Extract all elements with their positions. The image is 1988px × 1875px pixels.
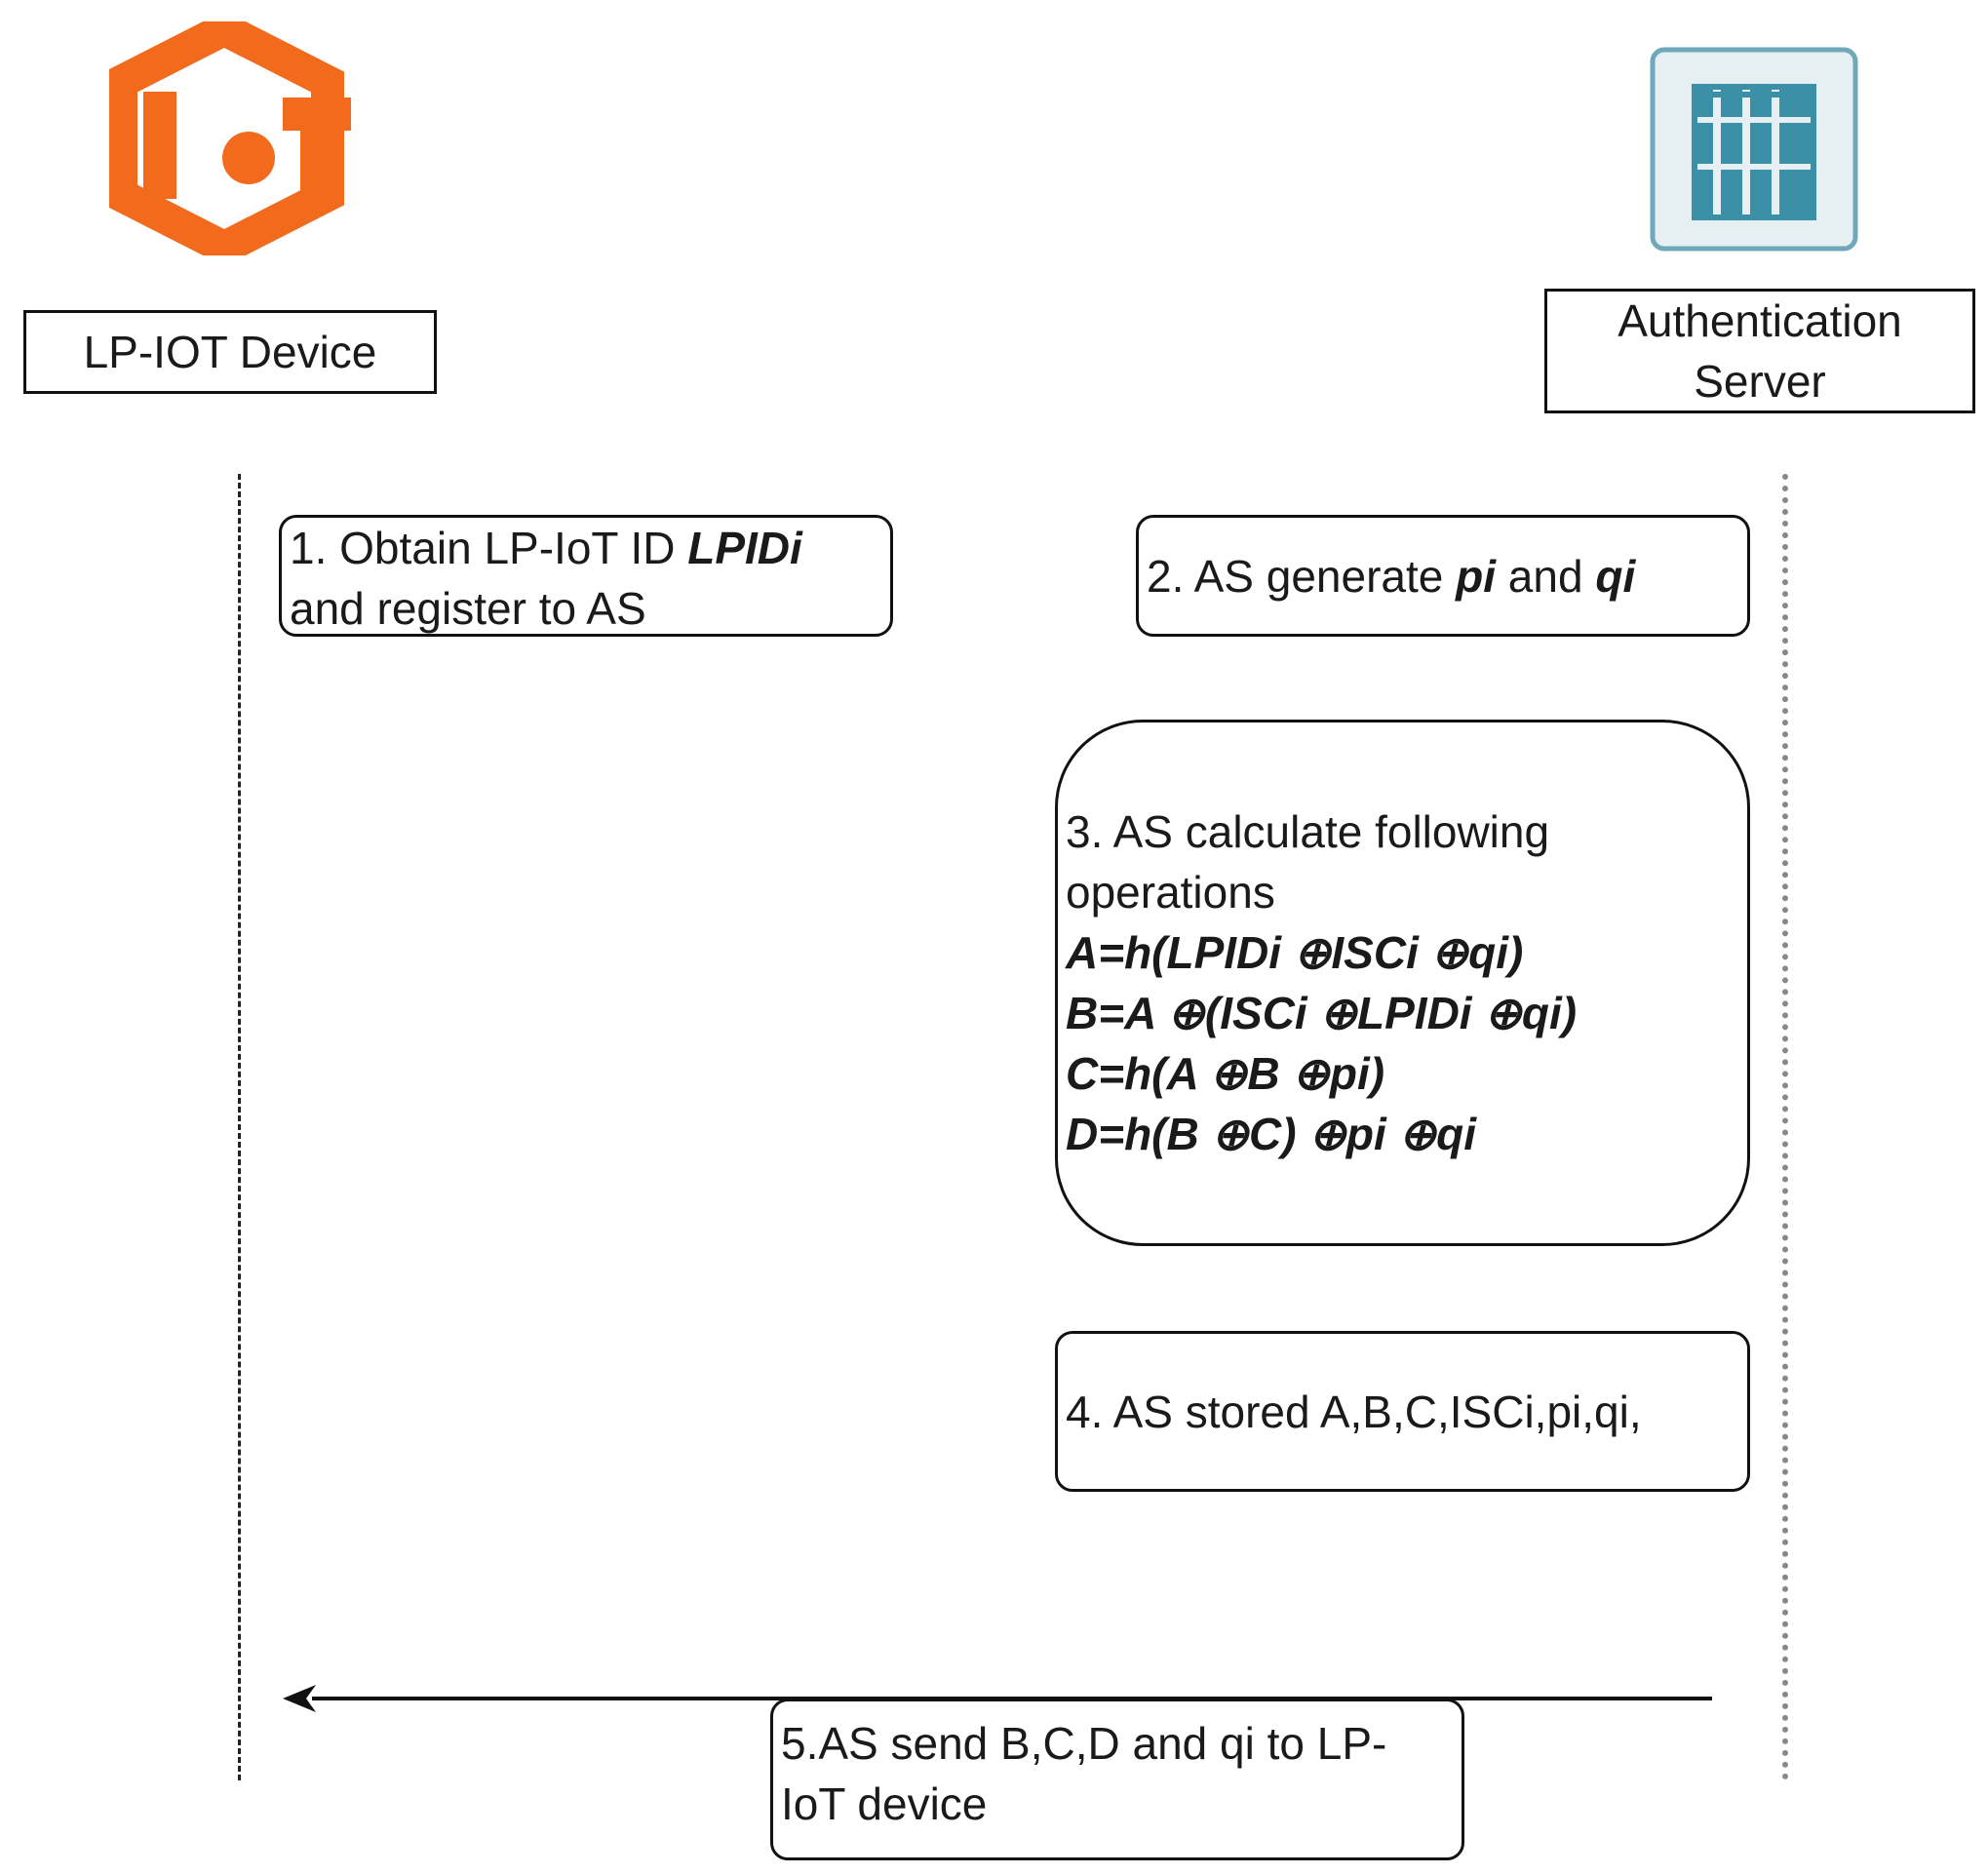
server-rack-icon xyxy=(1650,47,1858,252)
server-lifeline xyxy=(1782,474,1788,1780)
step3-box: 3. AS calculate following operations A=h… xyxy=(1055,720,1750,1246)
device-label-text: LP-IOT Device xyxy=(83,326,377,377)
device-label: LP-IOT Device xyxy=(23,310,437,394)
step3-formula-b: B=A ⊕(ISCi ⊕LPIDi ⊕qi) xyxy=(1066,988,1578,1038)
server-label-line2: Server xyxy=(1694,356,1826,407)
step2-var2: qi xyxy=(1595,550,1636,602)
step3-line1: 3. AS calculate following xyxy=(1066,806,1550,857)
step1-box: 1. Obtain LP-IoT ID LPIDi and register t… xyxy=(279,515,893,637)
step3-formula-c: C=h(A ⊕B ⊕pi) xyxy=(1066,1048,1385,1099)
server-label: Authentication Server xyxy=(1544,289,1975,413)
step1-line2: and register to AS xyxy=(290,583,646,634)
step5-line2: IoT device xyxy=(781,1778,988,1829)
step3-formula-a: A=h(LPIDi ⊕ISCi ⊕qi) xyxy=(1066,927,1524,978)
step1-line1: 1. Obtain LP-IoT ID LPIDi xyxy=(290,518,882,578)
step5-line1: 5.AS send B,C,D and qi to LP- xyxy=(781,1718,1387,1769)
step5-box: 5.AS send B,C,D and qi to LP- IoT device xyxy=(770,1699,1464,1860)
step4-text: 4. AS stored A,B,C,ISCi,pi,qi, xyxy=(1066,1386,1642,1437)
step1-prefix: 1. Obtain LP-IoT ID xyxy=(290,523,688,573)
step2-line: 2. AS generate pi and qi xyxy=(1147,546,1739,606)
step4-box: 4. AS stored A,B,C,ISCi,pi,qi, xyxy=(1055,1331,1750,1492)
step2-box: 2. AS generate pi and qi xyxy=(1136,515,1750,637)
step3-formula-d: D=h(B ⊕C) ⊕pi ⊕qi xyxy=(1066,1109,1476,1159)
step2-mid: and xyxy=(1496,550,1596,602)
server-label-line1: Authentication xyxy=(1618,294,1902,346)
step2-var1: pi xyxy=(1456,550,1497,602)
step1-emphasis: LPIDi xyxy=(687,523,802,573)
device-lifeline xyxy=(238,474,241,1780)
step2-prefix: 2. AS generate xyxy=(1147,550,1457,602)
step3-line2: operations xyxy=(1066,867,1275,918)
iot-hexagon-icon xyxy=(109,21,351,255)
